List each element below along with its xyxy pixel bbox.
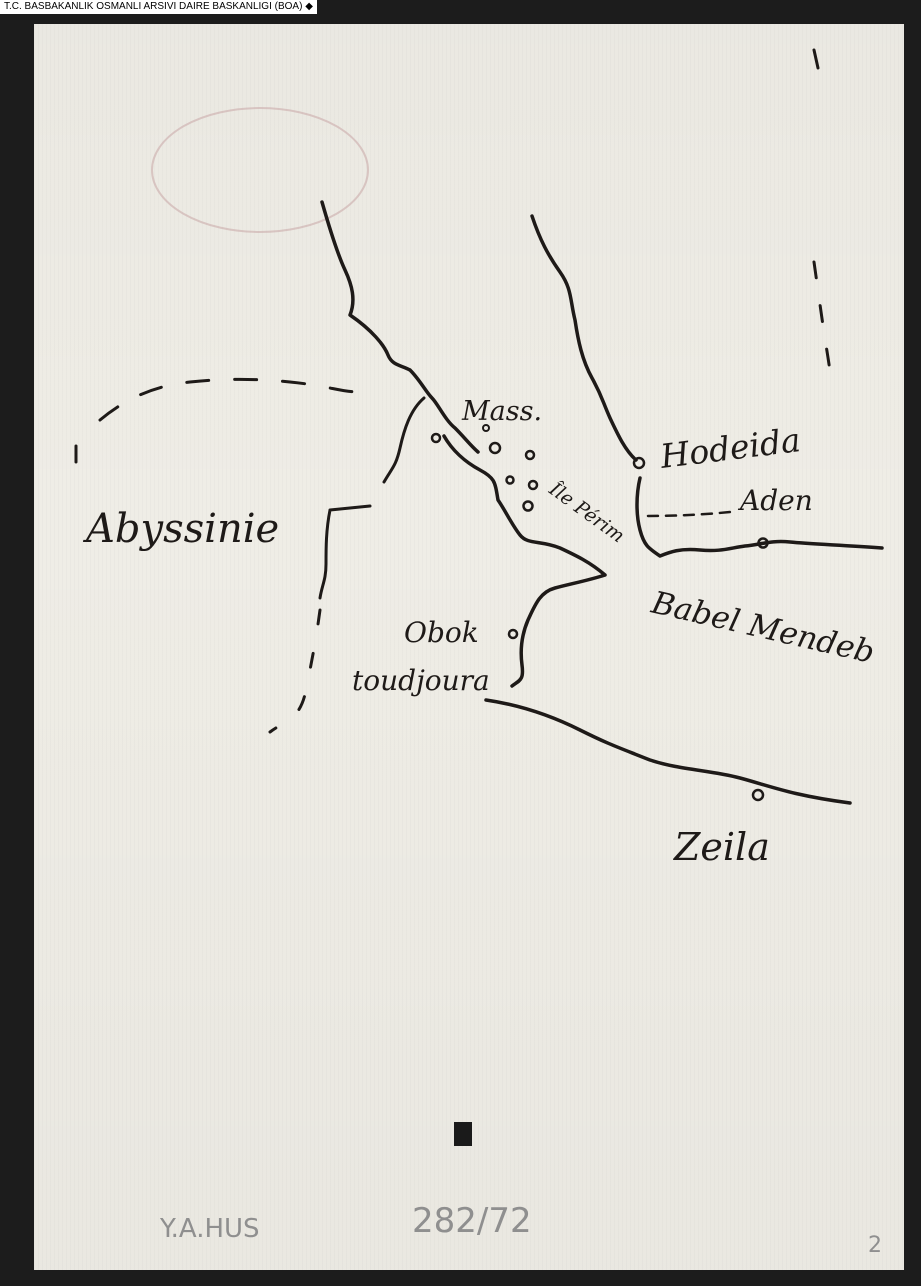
river-west (320, 200, 480, 454)
abyssinia-frontier (318, 396, 426, 600)
label-abyssinie: Abyssinie (82, 506, 279, 552)
archive-header: T.C. BASBAKANLIK OSMANLI ARSIVI DAIRE BA… (0, 0, 317, 14)
dashed-frontier-east (812, 260, 832, 382)
island-marker (488, 441, 502, 455)
map-sheet (34, 24, 904, 1270)
label-obok: Obok (404, 616, 479, 649)
label-aden: Aden (737, 484, 813, 517)
label-zeila: Zeila (673, 825, 770, 869)
label-perim: Île Périm (544, 477, 629, 547)
binding-hole (454, 1122, 472, 1146)
label-toudjoura: toudjoura (352, 664, 490, 697)
town-marker-massawa (430, 432, 442, 444)
town-marker-obok (507, 628, 519, 640)
dashed-frontier-south (268, 608, 322, 734)
archive-header-text: T.C. BASBAKANLIK OSMANLI ARSIVI DAIRE BA… (4, 1, 303, 12)
gulf-coastline (484, 698, 852, 805)
label-hodeida: Hodeida (657, 420, 802, 476)
town-marker-aden (757, 537, 769, 549)
dashed-frontier-north (98, 377, 362, 422)
river-east (530, 214, 638, 462)
african-coastline (442, 434, 607, 688)
page-mark: 2 (868, 1233, 882, 1258)
island-marker (505, 475, 515, 485)
town-marker-hodeida (632, 456, 646, 470)
island-marker (524, 449, 536, 461)
dashed-frontier-top (812, 48, 820, 70)
folio-number: 282/72 (412, 1201, 532, 1241)
island-marker (522, 500, 534, 512)
catalog-code: Y.A.HUS (159, 1214, 260, 1244)
town-marker-zeila (751, 788, 765, 802)
dashed-route-aden (646, 510, 732, 518)
diamond-icon: ◆ (305, 1, 313, 12)
island-marker (527, 479, 539, 491)
arabian-coastline (635, 476, 884, 558)
label-babel-mendeb: Babel Mendeb (647, 584, 878, 670)
faded-stamp (151, 107, 369, 233)
island-marker (482, 424, 490, 432)
label-mass: Mass. (461, 396, 542, 427)
